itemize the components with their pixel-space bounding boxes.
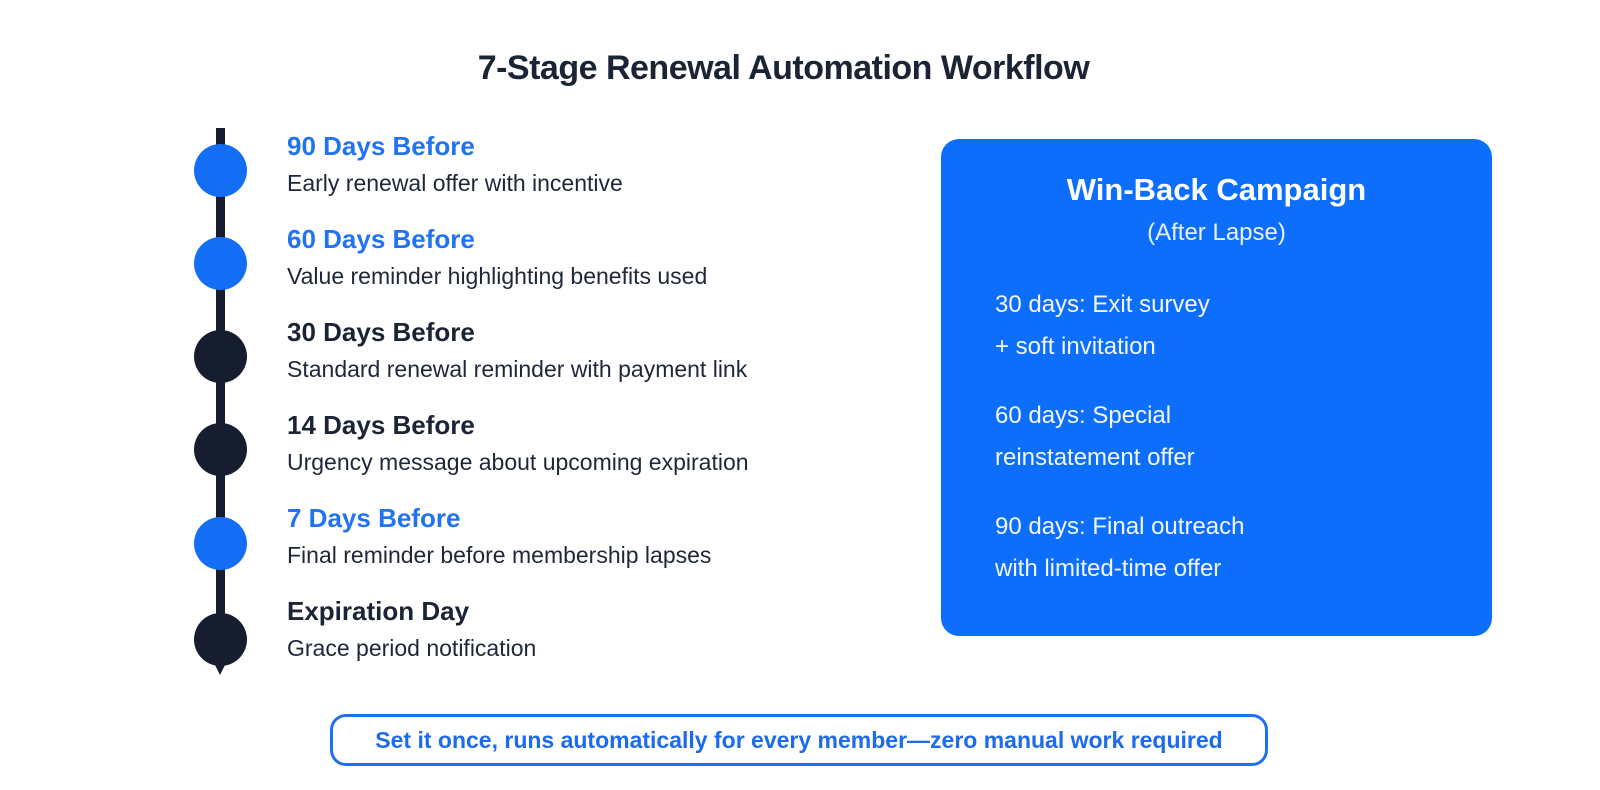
stage-label: 90 Days Before xyxy=(287,131,475,161)
stage-label: 60 Days Before xyxy=(287,224,475,254)
timeline-stage-60-days: 60 Days Before Value reminder highlighti… xyxy=(287,224,907,291)
win-back-card-body: 30 days: Exit survey + soft invitation 6… xyxy=(995,284,1492,590)
win-back-item-30-days: 30 days: Exit survey + soft invitation xyxy=(995,284,1492,368)
win-back-item-line: 60 days: Special xyxy=(995,402,1172,429)
stage-label: Expiration Day xyxy=(287,596,470,626)
footer-banner: Set it once, runs automatically for ever… xyxy=(330,714,1268,766)
stage-label: 7 Days Before xyxy=(287,503,461,533)
stage-description: Early renewal offer with incentive xyxy=(287,170,623,196)
timeline-stage-expiration: Expiration Day Grace period notification xyxy=(287,596,907,663)
timeline-stage-14-days: 14 Days Before Urgency message about upc… xyxy=(287,410,907,477)
stage-description: Standard renewal reminder with payment l… xyxy=(287,356,748,382)
timeline-dot-14-days xyxy=(194,423,247,476)
win-back-item-90-days: 90 days: Final outreach with limited-tim… xyxy=(995,506,1492,590)
timeline-dot-30-days xyxy=(194,330,247,383)
timeline-stage-90-days: 90 Days Before Early renewal offer with … xyxy=(287,131,907,198)
win-back-card-subtitle: (After Lapse) xyxy=(1147,219,1286,246)
footer-banner-text: Set it once, runs automatically for ever… xyxy=(375,726,1223,753)
timeline-stage-30-days: 30 Days Before Standard renewal reminder… xyxy=(287,317,907,384)
timeline-dot-60-days xyxy=(194,237,247,290)
win-back-campaign-card: Win-Back Campaign (After Lapse) 30 days:… xyxy=(941,139,1492,636)
stage-description: Urgency message about upcoming expiratio… xyxy=(287,449,749,475)
win-back-item-line: with limited-time offer xyxy=(995,555,1222,582)
timeline-stage-7-days: 7 Days Before Final reminder before memb… xyxy=(287,503,907,570)
stage-description: Final reminder before membership lapses xyxy=(287,542,712,568)
timeline-dot-7-days xyxy=(194,517,247,570)
timeline-dot-90-days xyxy=(194,144,247,197)
stage-description: Value reminder highlighting benefits use… xyxy=(287,263,708,289)
timeline-line xyxy=(216,128,225,650)
stage-label: 30 Days Before xyxy=(287,317,475,347)
win-back-item-line: + soft invitation xyxy=(995,333,1156,360)
page-title: 7-Stage Renewal Automation Workflow xyxy=(477,48,1090,87)
stage-label: 14 Days Before xyxy=(287,410,475,440)
win-back-item-line: 90 days: Final outreach xyxy=(995,513,1245,540)
win-back-item-line: reinstatement offer xyxy=(995,444,1195,471)
win-back-item-line: 30 days: Exit survey xyxy=(995,291,1210,318)
win-back-card-title: Win-Back Campaign xyxy=(1066,172,1367,207)
timeline-dot-expiration xyxy=(194,613,247,666)
win-back-item-60-days: 60 days: Special reinstatement offer xyxy=(995,395,1492,479)
stage-description: Grace period notification xyxy=(287,635,537,661)
